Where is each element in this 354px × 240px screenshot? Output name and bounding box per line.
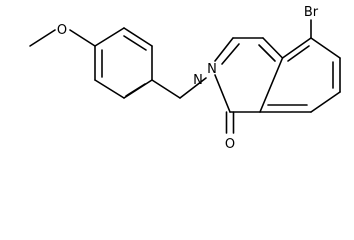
bond-n2-c1	[214, 74, 231, 113]
atom-label-nitrogen-lower: N	[193, 73, 203, 88]
atom-label-oxygen-carbonyl: O	[225, 137, 235, 152]
bond-n3-n2	[214, 37, 234, 62]
atom-label-nitrogen-upper: N	[207, 62, 217, 77]
bond-c4a-c5	[281, 37, 312, 59]
bond-ar2-ar3	[94, 79, 125, 99]
bond-n3-n2-inner	[221, 43, 240, 65]
bond-ar5-ar6-inner	[123, 35, 147, 51]
bond-c4a-c4-inner	[258, 44, 276, 62]
bond-ar4-ar5	[94, 27, 125, 47]
atom-label-bromine: Br	[304, 5, 319, 20]
bond-c4a-c4	[262, 37, 284, 59]
bond-ar4-o	[69, 29, 96, 47]
atom-label-oxygen-methoxy: O	[57, 23, 67, 38]
bond-c5-c6	[310, 37, 341, 59]
bond-o-ch3	[29, 29, 56, 47]
bond-ar5-ar6	[123, 27, 153, 47]
bond-ar1-ar2-inner	[125, 83, 146, 97]
bond-c8a-c4a	[259, 57, 284, 113]
bond-c7-c8	[310, 91, 341, 113]
bond-c5-c4a-inner	[287, 45, 310, 62]
molecule-diagram: Br N N O O	[29, 5, 341, 152]
bond-n2-ch2	[179, 77, 207, 99]
bond-ch2-aryl	[151, 79, 181, 99]
structure-canvas: Br N N O O	[29, 5, 341, 152]
